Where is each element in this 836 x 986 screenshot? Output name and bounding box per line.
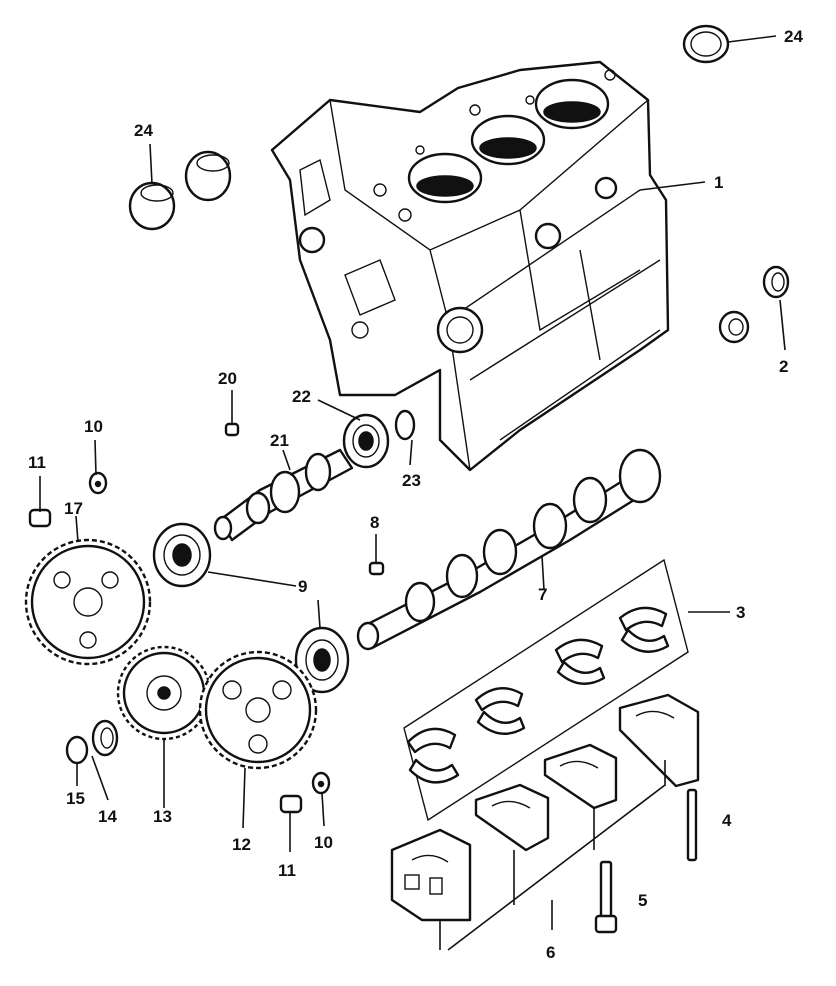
label-1: 1 bbox=[714, 173, 723, 192]
label-11-top: 11 bbox=[28, 453, 46, 472]
label-8: 8 bbox=[370, 513, 379, 532]
circlip-23 bbox=[394, 409, 416, 441]
bearing-shells-3 bbox=[403, 558, 689, 822]
label-9-top: 9 bbox=[298, 577, 307, 596]
washer-10-top bbox=[88, 471, 108, 495]
label-14: 14 bbox=[98, 807, 117, 826]
label-6: 6 bbox=[546, 943, 555, 962]
core-plug-left-b bbox=[184, 150, 232, 202]
leader-lines bbox=[39, 35, 786, 930]
label-4: 4 bbox=[722, 811, 732, 830]
label-21: 21 bbox=[270, 431, 289, 450]
label-20: 20 bbox=[218, 369, 237, 388]
label-3: 3 bbox=[736, 603, 745, 622]
label-17: 17 bbox=[64, 499, 83, 518]
gear-17 bbox=[24, 538, 152, 666]
core-plug-left-a bbox=[128, 181, 176, 231]
gear-12 bbox=[198, 650, 318, 770]
washer-10-bottom bbox=[311, 771, 331, 795]
bearing-22 bbox=[342, 413, 390, 469]
label-5: 5 bbox=[638, 891, 647, 910]
bolt-11-top bbox=[28, 508, 52, 528]
callout-labels: 24 24 1 2 20 22 10 21 11 23 17 8 9 7 3 1… bbox=[28, 27, 803, 962]
label-23: 23 bbox=[402, 471, 421, 490]
gear-13 bbox=[116, 645, 212, 741]
label-2: 2 bbox=[779, 357, 788, 376]
circlip-15 bbox=[65, 735, 89, 765]
washer-14 bbox=[91, 719, 119, 757]
camshaft-7 bbox=[356, 448, 662, 651]
bearing-caps-6 bbox=[390, 693, 700, 951]
bolt-5 bbox=[594, 860, 618, 934]
label-12: 12 bbox=[232, 835, 251, 854]
key-20 bbox=[224, 422, 240, 437]
cylinder-block bbox=[270, 60, 670, 472]
label-13: 13 bbox=[153, 807, 172, 826]
key-8 bbox=[368, 561, 385, 576]
bearing-9-left bbox=[152, 522, 212, 588]
label-24-top: 24 bbox=[784, 27, 803, 46]
stud-4 bbox=[686, 788, 698, 862]
label-22: 22 bbox=[292, 387, 311, 406]
label-10-bottom: 10 bbox=[314, 833, 333, 852]
label-10-top: 10 bbox=[84, 417, 103, 436]
label-7: 7 bbox=[538, 585, 547, 604]
label-11-bottom: 11 bbox=[278, 861, 296, 880]
camshaft-21 bbox=[213, 448, 354, 542]
oil-seal-b bbox=[718, 310, 750, 344]
core-plug-top-right bbox=[682, 24, 730, 64]
label-15: 15 bbox=[66, 789, 85, 808]
label-24-left: 24 bbox=[134, 121, 153, 140]
oil-seal-a bbox=[762, 265, 790, 299]
bolt-11-bottom bbox=[279, 794, 303, 814]
bearing-9-right bbox=[294, 626, 350, 694]
